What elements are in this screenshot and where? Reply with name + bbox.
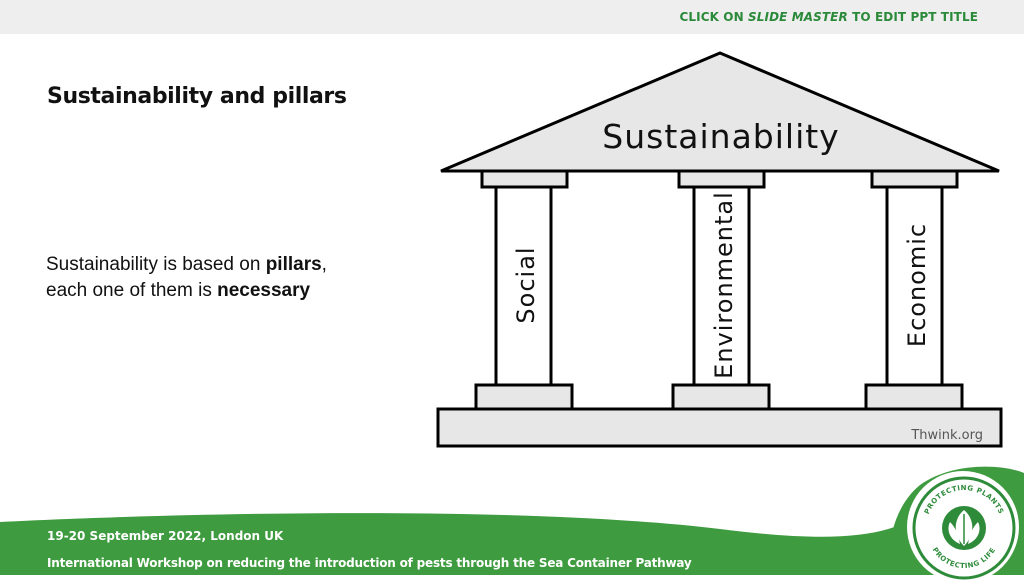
top-bar: CLICK ON SLIDE MASTER TO EDIT PPT TITLE: [0, 0, 1024, 34]
protecting-plants-logo: PROTECTING PLANTS PROTECTING LIFE: [912, 476, 1016, 580]
header-title: CLICK ON SLIDE MASTER TO EDIT PPT TITLE: [679, 10, 978, 24]
diagram-credit: Thwink.org: [910, 428, 983, 443]
pillar-shaft-economic: [885, 185, 944, 387]
pillar-shaft-social: [494, 185, 553, 387]
pillar-capital-social: [480, 169, 569, 189]
pillar-capital-economic: [870, 169, 959, 189]
sustainability-temple-diagram: Sustainability Social Environmental Econ…: [436, 51, 1003, 448]
pillar-label-environmental: Environmental: [710, 191, 738, 379]
pillar-base-environmental: [671, 383, 771, 411]
pillar-base-social: [474, 383, 574, 411]
pillar-label-economic: Economic: [903, 223, 931, 347]
pillar-base-economic: [864, 383, 964, 411]
pillar-shaft-environmental: [692, 185, 751, 387]
pillar-capital-environmental: [677, 169, 766, 189]
roof-label: Sustainability: [602, 117, 839, 156]
foundation: [436, 407, 1003, 448]
footer-event-title: International Workshop on reducing the i…: [47, 556, 692, 570]
footer-date: 19-20 September 2022, London UK: [47, 529, 284, 543]
body-text: Sustainability is based on pillars, each…: [46, 254, 327, 301]
pillar-label-social: Social: [512, 246, 540, 323]
slide-title: Sustainability and pillars: [47, 84, 347, 109]
